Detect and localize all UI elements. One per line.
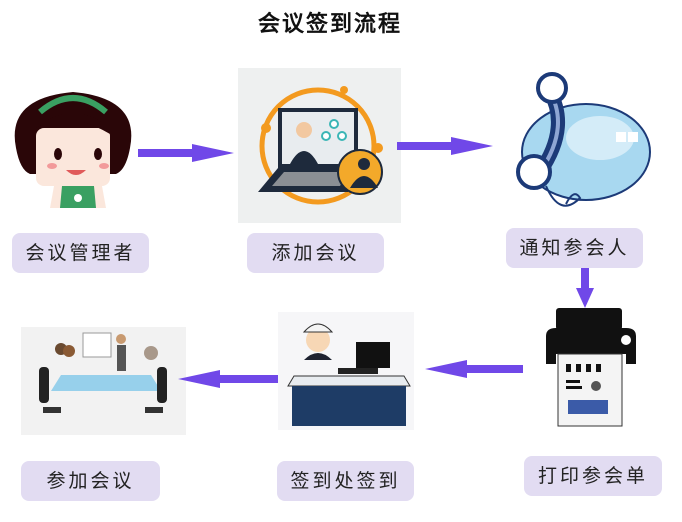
reception-desk-icon: [278, 312, 414, 430]
arrow-step1-to-step2: [138, 144, 234, 162]
step-label-manager: 会议管理者: [12, 233, 149, 273]
step-label-notify: 通知参会人: [506, 228, 643, 268]
step-label-add-meeting: 添加会议: [247, 233, 384, 273]
arrow-step2-to-step3: [397, 137, 493, 155]
arrow-step5-to-step6: [178, 370, 278, 388]
meeting-table-icon: [21, 327, 186, 435]
manager-girl-icon: [6, 78, 140, 208]
step-label-print: 打印参会单: [524, 456, 662, 496]
telephone-handset-icon: [490, 68, 660, 218]
video-conference-laptop-icon: [238, 68, 401, 223]
step-label-desk: 签到处签到: [277, 461, 414, 501]
step-label-attend: 参加会议: [21, 461, 160, 501]
diagram-title: 会议签到流程: [257, 12, 402, 37]
arrow-step4-to-step5: [425, 360, 523, 378]
printer-ticket-icon: [530, 300, 650, 430]
arrow-step3-to-step4: [576, 268, 594, 308]
